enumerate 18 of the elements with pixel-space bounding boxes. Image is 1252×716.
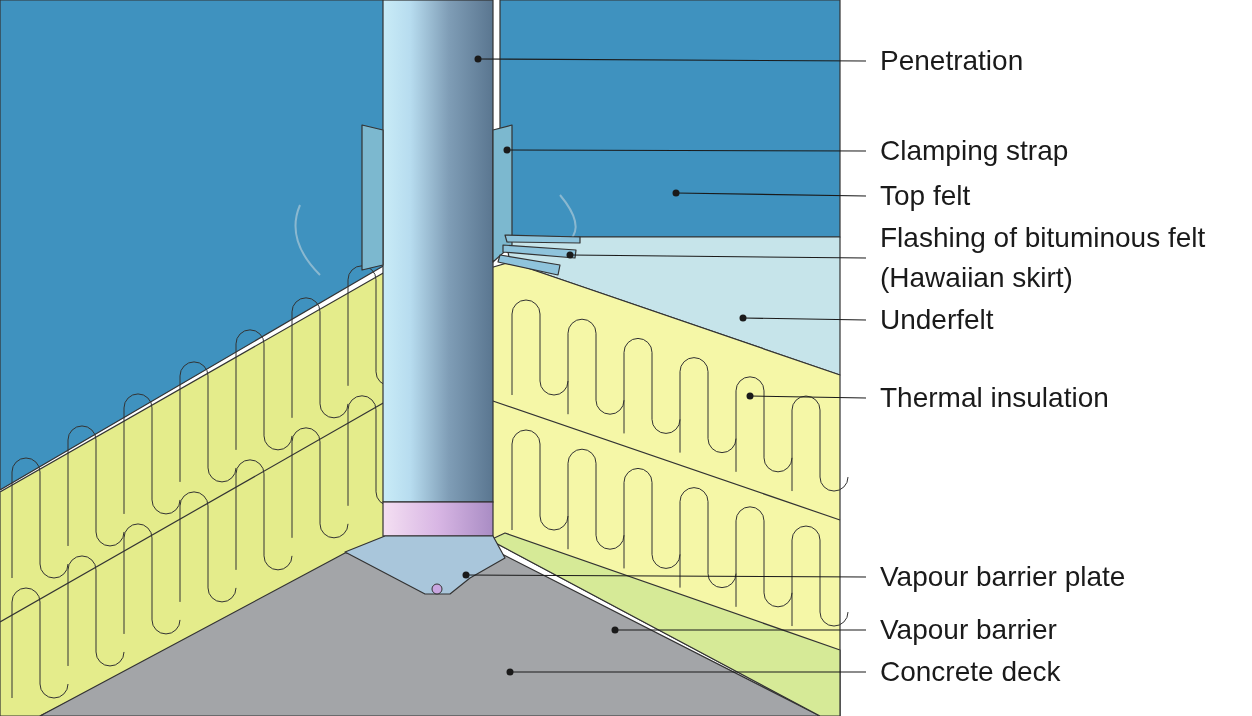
leader-line <box>739 314 867 322</box>
leader-line <box>474 55 867 63</box>
part-label: Top felt <box>880 179 971 213</box>
part-label: Vapour barrier <box>880 613 1057 647</box>
leader-line <box>746 392 867 400</box>
leader-line <box>503 146 867 154</box>
part-label: Penetration <box>880 44 1024 78</box>
leader-line <box>462 571 867 579</box>
leader-line <box>506 668 867 676</box>
part-label: Clamping strap <box>880 134 1069 168</box>
part-label: Thermal insulation <box>880 381 1109 415</box>
part-label: Concrete deck <box>880 655 1061 689</box>
part-label: Flashing of bituminous felt (Hawaiian skirt) <box>880 221 1207 295</box>
part-label: Vapour barrier plate <box>880 560 1126 594</box>
leader-line <box>566 251 867 259</box>
leader-line <box>672 189 867 197</box>
part-label: Underfelt <box>880 303 994 337</box>
leader-line <box>611 626 867 634</box>
